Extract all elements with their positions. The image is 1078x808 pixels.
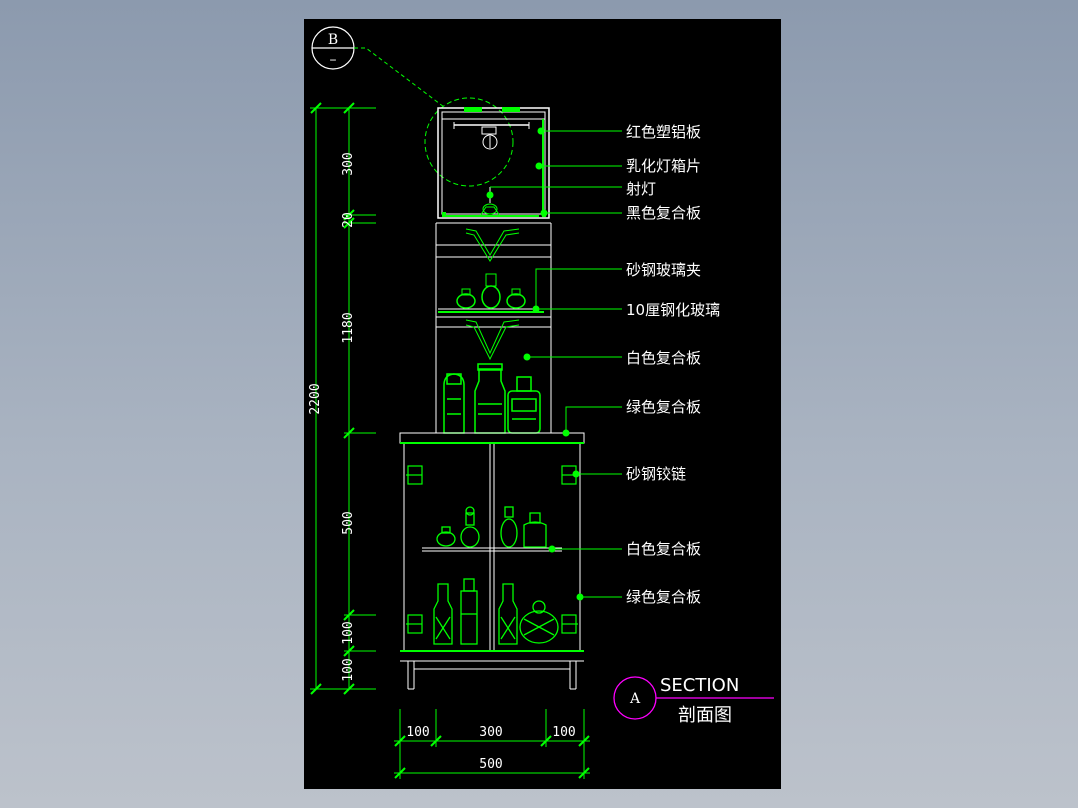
dim-100-height-upper: 100 bbox=[341, 621, 356, 644]
callout-green-composite-board-upper: 绿色复合板 bbox=[626, 398, 701, 416]
dim-500-height: 500 bbox=[341, 511, 356, 534]
top-bottles bbox=[443, 363, 541, 434]
glass-shelf bbox=[438, 273, 544, 313]
dim-100-width-left: 100 bbox=[406, 725, 429, 740]
section-letter: A bbox=[629, 691, 641, 707]
cabinet-green-edges bbox=[400, 442, 584, 652]
dim-100-width-right: 100 bbox=[552, 725, 575, 740]
horizontal-dimension-labels: 100 300 100 500 bbox=[406, 725, 575, 772]
dim-2200-height: 2200 bbox=[308, 383, 323, 414]
callout-spotlight: 射灯 bbox=[626, 180, 656, 198]
vertical-dimension-labels: 300 20 1180 2200 500 100 100 bbox=[308, 152, 356, 681]
dim-20-height: 20 bbox=[341, 212, 356, 228]
callout-white-composite-board-upper: 白色复合板 bbox=[626, 349, 701, 367]
light-box bbox=[437, 107, 550, 219]
cabinet-upper-bottles bbox=[436, 506, 547, 548]
display-column bbox=[435, 222, 552, 433]
section-drawing: 300 20 1180 2200 500 100 100 B – bbox=[308, 26, 774, 779]
dim-1180-height: 1180 bbox=[341, 312, 356, 343]
section-title-mark: A SECTION 剖面图 bbox=[613, 675, 774, 726]
callout-red-aluminum-panel: 红色塑铝板 bbox=[626, 123, 701, 141]
callout-tempered-glass: 10厘钢化玻璃 bbox=[626, 301, 720, 319]
callout-hinge: 砂钢铰链 bbox=[626, 465, 686, 483]
cad-drawing-canvas: 300 20 1180 2200 500 100 100 B – bbox=[304, 19, 781, 789]
detail-marker-sheet: – bbox=[330, 52, 337, 68]
detail-marker-b: B – bbox=[311, 26, 514, 187]
callout-lightbox-film: 乳化灯箱片 bbox=[626, 157, 701, 175]
section-subtitle: 剖面图 bbox=[678, 705, 732, 726]
dim-500-width: 500 bbox=[479, 757, 502, 772]
callout-leaders bbox=[486, 127, 622, 601]
dim-300-height: 300 bbox=[341, 152, 356, 175]
vertical-dimensions bbox=[310, 102, 376, 695]
callout-white-composite-board-lower: 白色复合板 bbox=[626, 540, 701, 558]
callout-labels: 红色塑铝板 乳化灯箱片 射灯 黑色复合板 砂钢玻璃夹 10厘钢化玻璃 白色复合板… bbox=[626, 123, 720, 606]
horizontal-dimensions bbox=[394, 709, 590, 779]
detail-marker-letter: B bbox=[328, 32, 338, 48]
callout-black-composite-board: 黑色复合板 bbox=[626, 204, 701, 222]
section-title: SECTION bbox=[660, 675, 739, 696]
callout-green-composite-board-lower: 绿色复合板 bbox=[626, 588, 701, 606]
cabinet-lower-bottles bbox=[433, 578, 559, 645]
dim-300-width: 300 bbox=[479, 725, 502, 740]
callout-glass-clip: 砂钢玻璃夹 bbox=[626, 261, 701, 279]
dim-100-height-lower: 100 bbox=[341, 658, 356, 681]
